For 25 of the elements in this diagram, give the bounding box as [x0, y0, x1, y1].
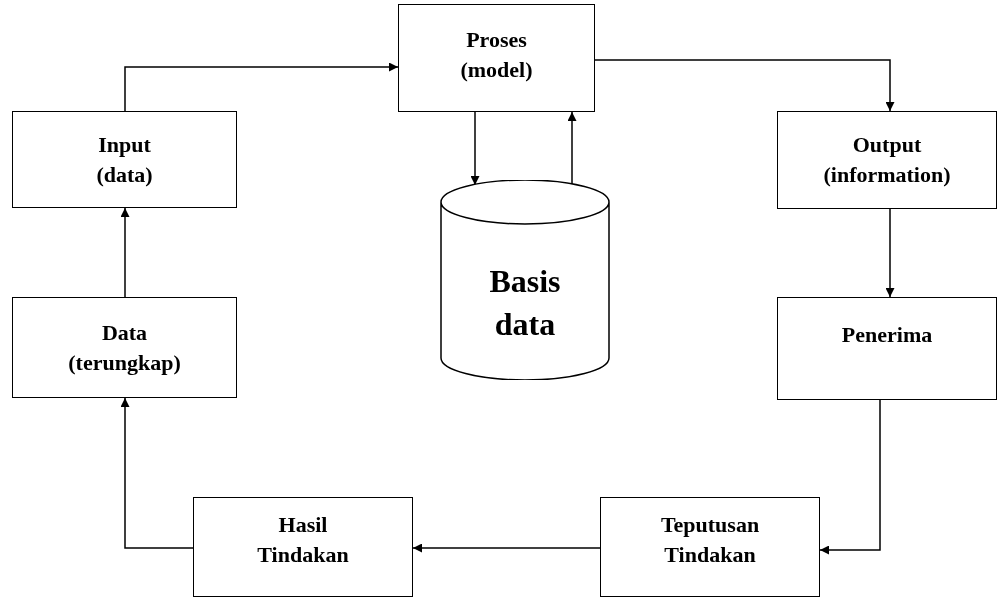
process-box: [193, 497, 413, 597]
node-label: Penerima: [840, 321, 934, 349]
arrow: [120, 397, 194, 549]
node-label: Data (terungkap): [67, 319, 182, 377]
node-label: Output (information): [822, 131, 952, 189]
arrow: [412, 543, 601, 553]
arrow: [124, 62, 399, 112]
arrow: [819, 399, 881, 555]
arrow: [120, 207, 130, 298]
database-cylinder: [440, 180, 610, 380]
process-box: [777, 297, 997, 400]
arrow: [594, 59, 895, 112]
process-box: [777, 111, 997, 209]
node-label: Input (data): [95, 131, 154, 189]
process-box: [12, 297, 237, 398]
arrow: [885, 208, 895, 298]
node-label: Teputusan Tindakan: [659, 511, 761, 569]
node-label: Basis data: [488, 262, 562, 345]
process-box: [600, 497, 820, 597]
arrow: [567, 111, 577, 186]
process-box: [398, 4, 595, 112]
arrow: [470, 111, 480, 186]
node-label: Proses (model): [459, 26, 534, 84]
node-label: Hasil Tindakan: [256, 511, 350, 569]
process-box: [12, 111, 237, 208]
